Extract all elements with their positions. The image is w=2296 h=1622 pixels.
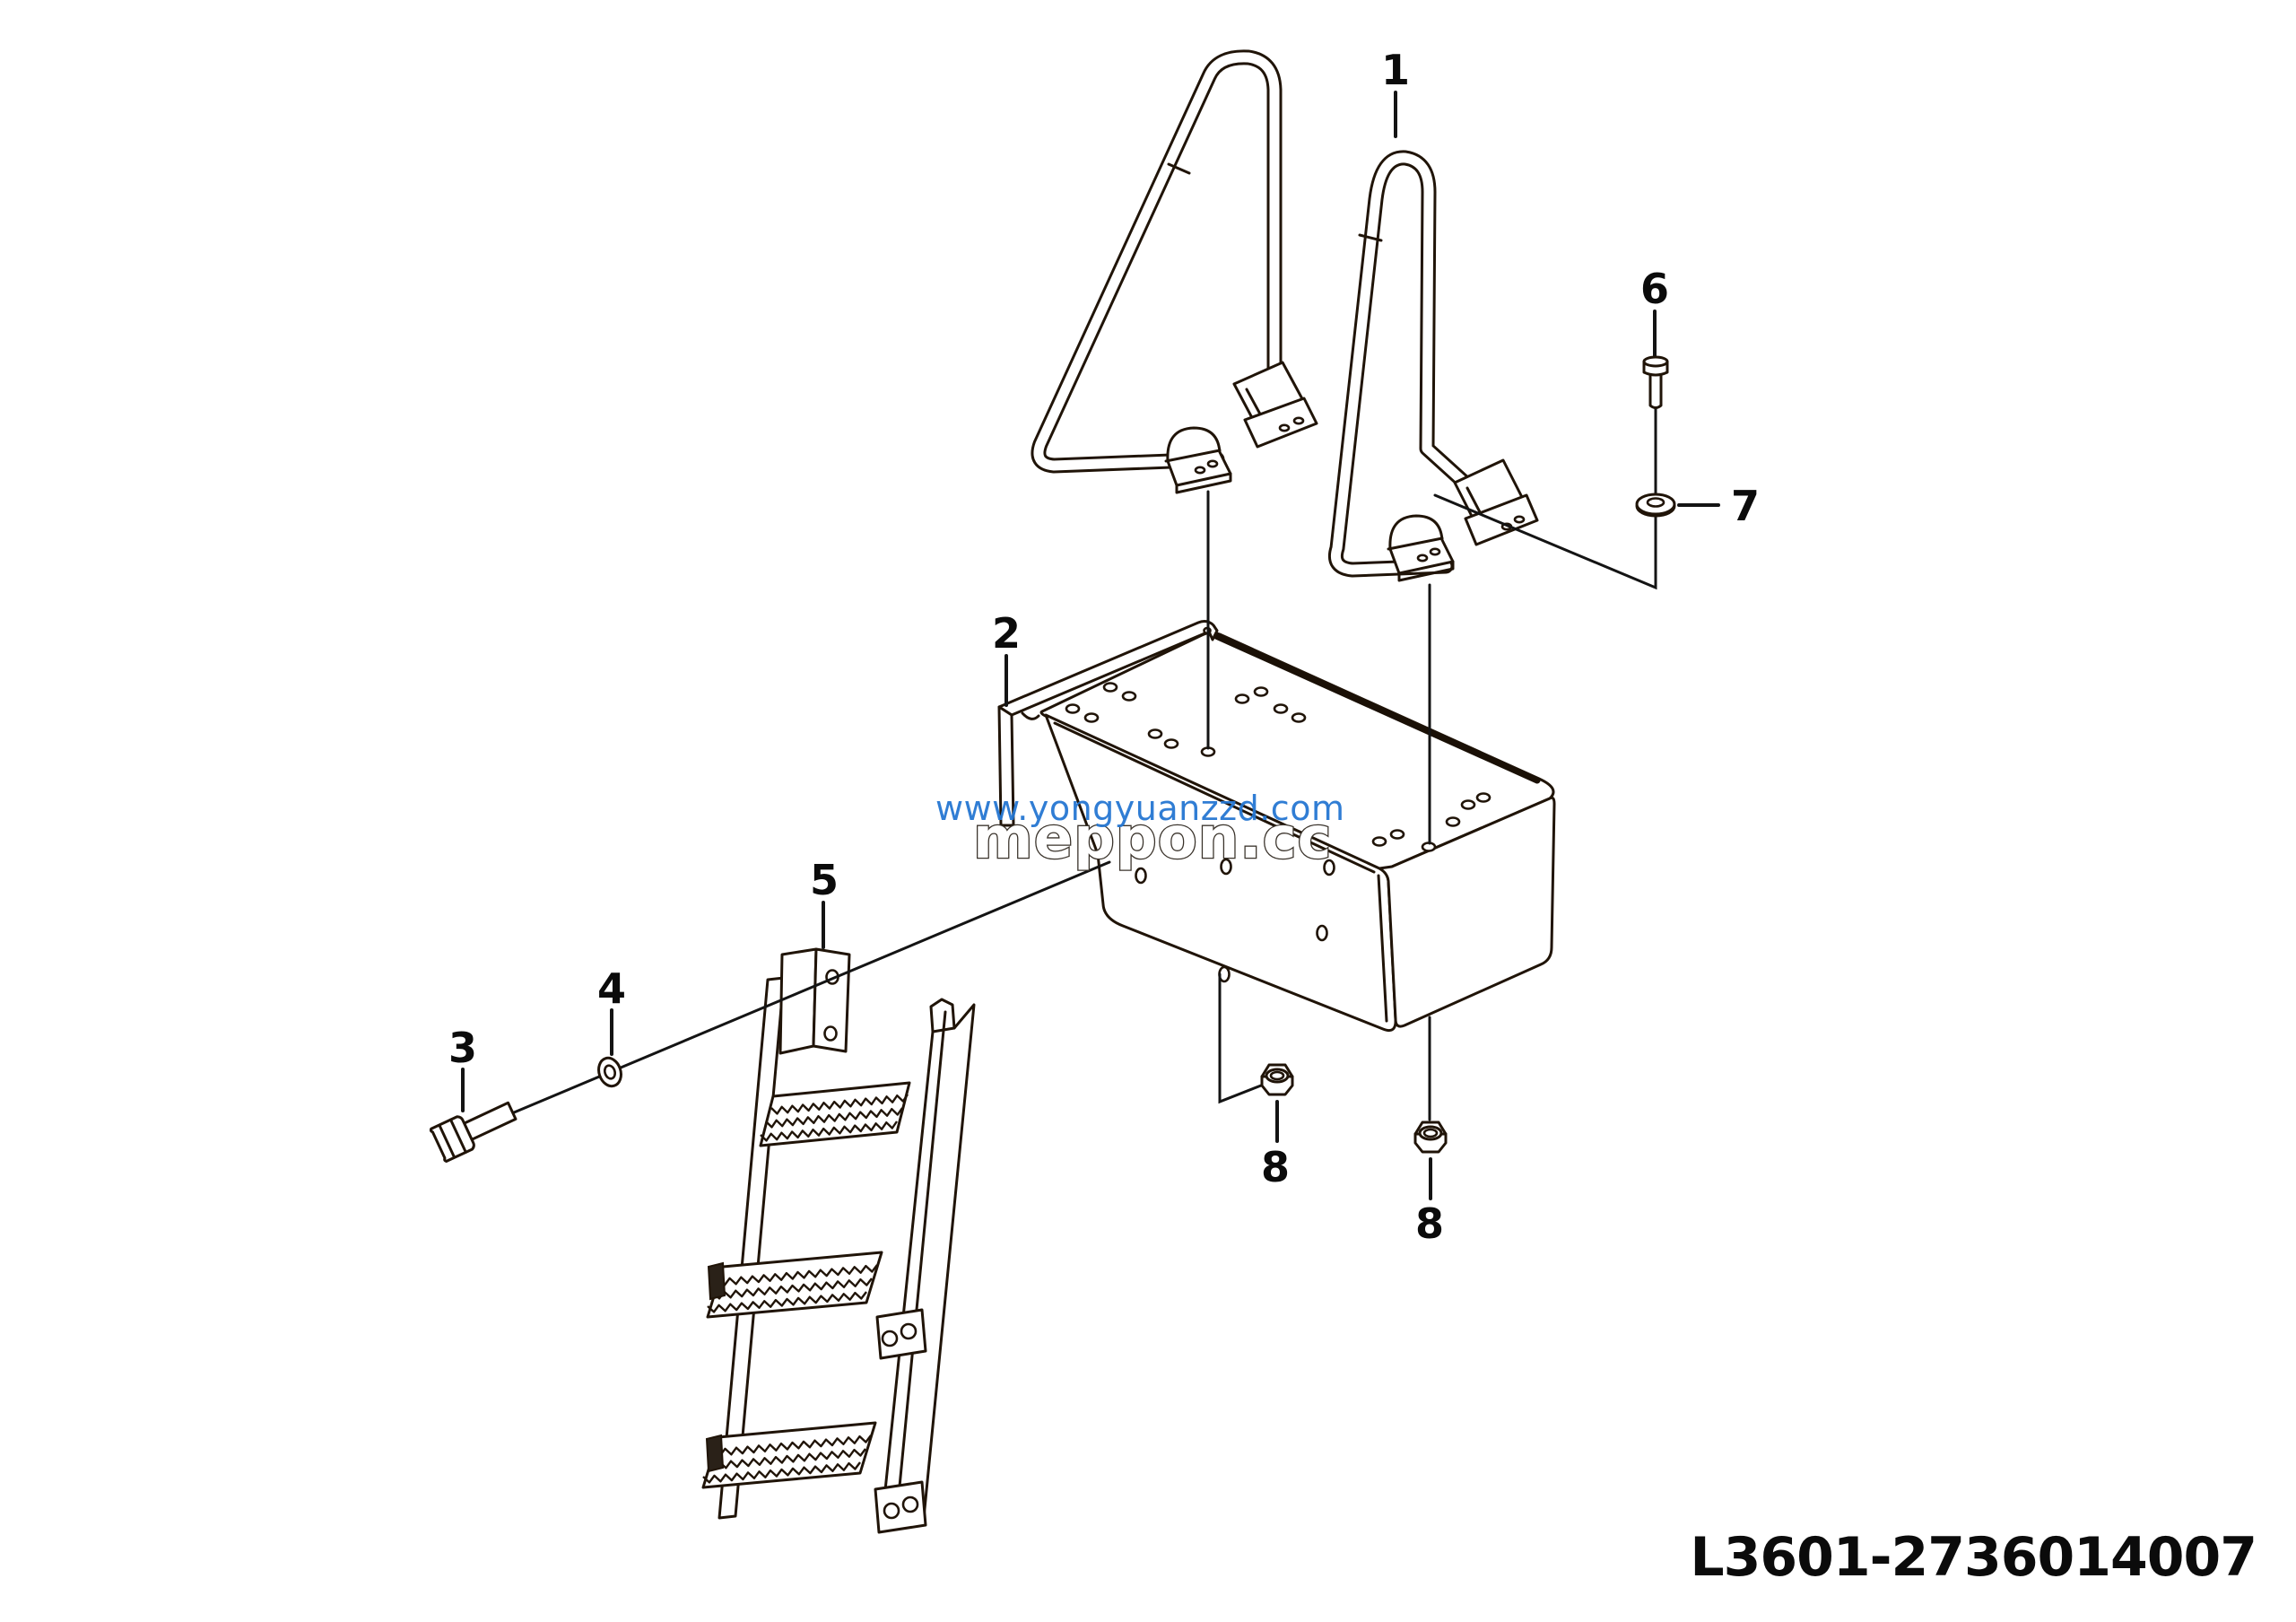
ladder-joint-plate-lower [874,1480,927,1534]
callout-6: 6 [1640,265,1669,313]
rail-angle-bracket [997,620,1219,827]
handrail-right [1327,150,1539,582]
step-box-corner-line [1377,874,1388,1023]
handrail-left-saddle-foot [1164,426,1232,494]
callout-7: 7 [1731,482,1760,530]
ladder-top-bracket-flange [778,947,818,1055]
callout-1: 1 [1381,46,1410,94]
ladder-clip-lower [705,1434,725,1473]
washer-7 [1635,493,1676,518]
watermark: meppon.cc www.yongyuanzzd.com [935,789,1344,873]
step-box-right-face [1378,796,1556,1028]
leader-lines [461,91,1720,1200]
ladder-right-rail [881,998,976,1520]
ladder-tread-3 [701,1421,877,1489]
ladder-clip-upper [707,1261,726,1301]
step-box-edge-line [1053,721,1376,874]
callout-8-right: 8 [1415,1199,1444,1248]
callout-5: 5 [810,856,839,904]
leader-nut-left [1218,972,1263,1104]
nut-8-left [1260,1063,1294,1096]
handrail-left [1031,49,1318,494]
handrail-left-angle-foot [1232,361,1318,449]
callout-2: 2 [992,609,1021,658]
watermark-brand-text: meppon.cc [973,806,1332,872]
axis-bolt-6-lower [1433,493,1657,590]
step-box-back-edge [1213,632,1541,784]
ladder-right-rail-fold [895,1010,947,1516]
ladder-tread-1 [759,1081,911,1147]
nut-8-right [1413,1121,1448,1154]
ladder-tread-2 [706,1251,883,1319]
step-box-top-holes [1065,682,1492,852]
ladder-right-rail-hook [931,1026,956,1033]
washer-4 [597,1056,622,1088]
callout-labels: 1 2 3 4 5 6 7 8 8 [448,46,1760,1248]
handrail-right-saddle-foot [1387,514,1455,582]
rail-angle-bracket-notch [1021,711,1040,720]
ladder-joint-plate-upper [875,1308,927,1360]
ladder [701,976,976,1534]
step-box [1039,631,1556,1033]
watermark-url-text: www.yongyuanzzd.com [935,789,1344,828]
callout-3: 3 [448,1024,477,1072]
handrail-right-grip-mark [1358,233,1383,242]
handrail-left-grip-mark [1167,162,1191,175]
rail-angle-bracket-web [997,705,1015,827]
callout-4: 4 [597,964,626,1013]
rail-angle-bracket-flange [997,620,1219,717]
bolt-3 [429,1101,517,1163]
bolt-6 [1642,355,1669,409]
ladder-top-bracket [778,947,851,1055]
callout-8-left: 8 [1261,1143,1290,1191]
figure-code: L3601-2736014007 [1690,1526,2257,1589]
